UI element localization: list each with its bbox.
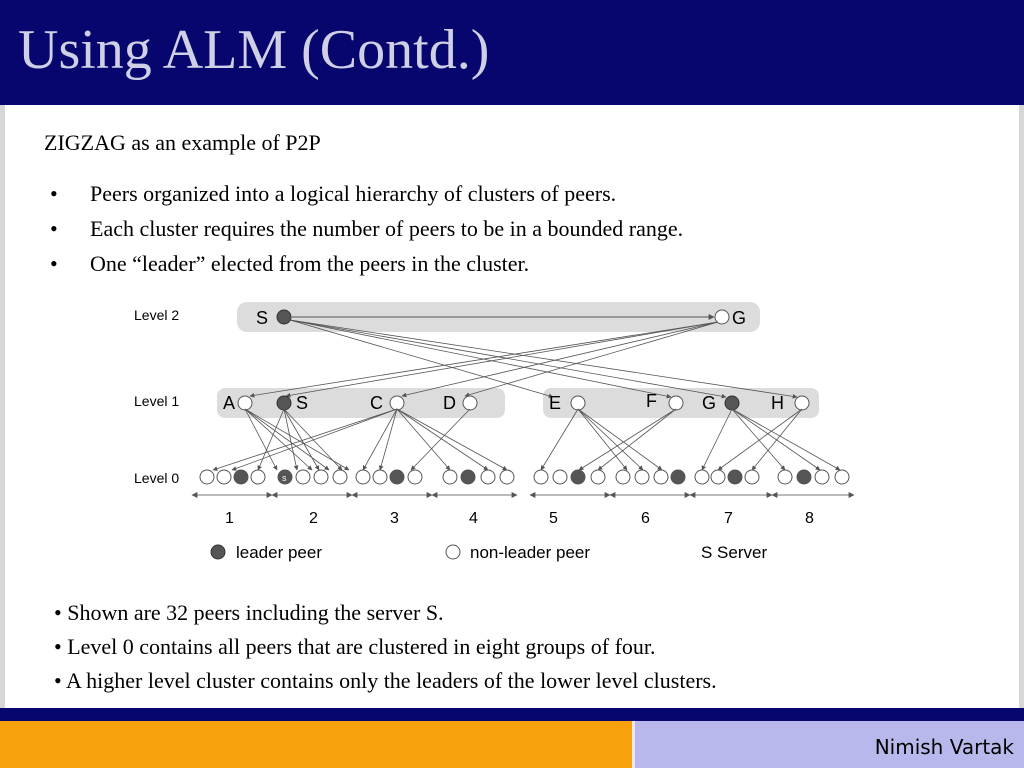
level-label: Level 0 (134, 470, 179, 486)
level2-edges (249, 319, 798, 399)
title-bar: Using ALM (Contd.) (0, 0, 1024, 105)
node-label-e: E (549, 393, 561, 413)
footer-band (0, 708, 1024, 721)
legend-leader-label: leader peer (236, 543, 322, 562)
bullet-text: One “leader” elected from the peers in t… (90, 251, 530, 276)
non-leader-node (653, 469, 669, 485)
group-number: 1 (225, 510, 234, 527)
group-number: 7 (724, 510, 733, 527)
note-item: • A higher level cluster contains only t… (54, 668, 717, 693)
non-leader-node (714, 309, 730, 325)
level1-band-left (217, 388, 505, 418)
leader-node (276, 395, 292, 411)
node-label-g: G (732, 308, 746, 328)
server-node-label: s (282, 473, 287, 483)
group-number: 2 (309, 510, 318, 527)
group-number: 3 (390, 510, 399, 527)
note-item: • Shown are 32 peers including the serve… (54, 600, 444, 625)
group-number: 8 (805, 510, 814, 527)
leader-node (796, 469, 812, 485)
non-leader-node (462, 395, 478, 411)
non-leader-node (814, 469, 830, 485)
non-leader-node (442, 469, 458, 485)
slide-subtitle: ZIGZAG as an example of P2P (44, 130, 321, 155)
non-leader-node (389, 395, 405, 411)
non-leader-node (668, 395, 684, 411)
non-leader-node (744, 469, 760, 485)
bullet-symbol: • (50, 251, 58, 276)
footer-author: Nimish Vartak (874, 735, 1014, 759)
bullet-symbol: • (50, 216, 58, 241)
bullet-symbol: • (50, 181, 58, 206)
zigzag-diagram: Level 2 Level 1 Level 0 S G A S C D E F … (134, 302, 855, 562)
non-leader-node (372, 469, 388, 485)
non-leader-node (777, 469, 793, 485)
non-leader-node (694, 469, 710, 485)
footer-left-block (0, 721, 632, 768)
non-leader-node (355, 469, 371, 485)
legend-leader-icon (210, 544, 226, 560)
legend-non-leader-label: non-leader peer (470, 543, 590, 562)
note-item: • Level 0 contains all peers that are cl… (54, 634, 656, 659)
legend-server-label: S Server (701, 543, 767, 562)
bullet-item: • Each cluster requires the number of pee… (50, 213, 683, 248)
non-leader-node (533, 469, 549, 485)
non-leader-node (590, 469, 606, 485)
non-leader-node (615, 469, 631, 485)
non-leader-node (407, 469, 423, 485)
non-leader-node (250, 469, 266, 485)
content-frame (0, 105, 1024, 708)
leader-node (233, 469, 249, 485)
node-label-s: S (256, 308, 268, 328)
slide-title: Using ALM (Contd.) (18, 19, 490, 81)
non-leader-node (237, 395, 253, 411)
leader-node (460, 469, 476, 485)
non-leader-node (834, 469, 850, 485)
bullet-text: Each cluster requires the number of peer… (90, 216, 684, 241)
group-number: 5 (549, 510, 558, 527)
bullet-item: • Peers organized into a logical hierarch… (50, 178, 683, 213)
node-label-s: S (296, 393, 308, 413)
leader-node (389, 469, 405, 485)
non-leader-node (552, 469, 568, 485)
group-number: 4 (469, 510, 478, 527)
node-label-c: C (370, 393, 383, 413)
node-label-d: D (443, 393, 456, 413)
non-leader-node (295, 469, 311, 485)
non-leader-node (216, 469, 232, 485)
leader-node (670, 469, 686, 485)
level1-edges (212, 408, 841, 471)
leader-node (570, 469, 586, 485)
node-label-f: F (646, 391, 657, 411)
level-label: Level 2 (134, 307, 179, 323)
non-leader-node (499, 469, 515, 485)
footer-right-block: Nimish Vartak (632, 721, 1024, 768)
non-leader-node (313, 469, 329, 485)
non-leader-node (710, 469, 726, 485)
leader-node (727, 469, 743, 485)
leader-node (276, 309, 292, 325)
non-leader-node (480, 469, 496, 485)
node-label-h: H (771, 393, 784, 413)
non-leader-node (634, 469, 650, 485)
bullet-list: • Peers organized into a logical hierarch… (50, 178, 683, 283)
level0-peers (199, 469, 850, 485)
node-label-a: A (223, 393, 235, 413)
notes-list: • Shown are 32 peers including the serve… (54, 598, 717, 700)
leader-node (724, 395, 740, 411)
bullet-text: Peers organized into a logical hierarchy… (90, 181, 617, 206)
non-leader-node (199, 469, 215, 485)
non-leader-node (794, 395, 810, 411)
node-label-g: G (702, 393, 716, 413)
group-number: 6 (641, 510, 650, 527)
bullet-item: • One “leader” elected from the peers in … (50, 248, 683, 283)
leader-node (277, 469, 293, 485)
level-label: Level 1 (134, 393, 179, 409)
non-leader-node (332, 469, 348, 485)
non-leader-node (570, 395, 586, 411)
legend-non-leader-icon (445, 544, 461, 560)
